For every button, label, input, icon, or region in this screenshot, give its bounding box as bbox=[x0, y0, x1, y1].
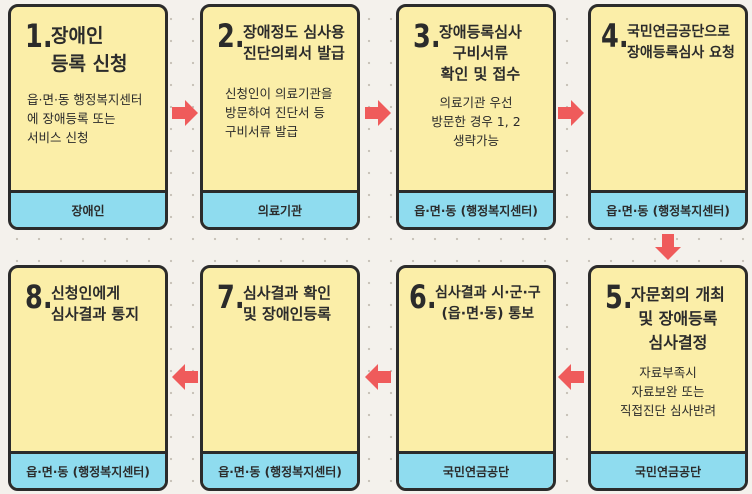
step-2-card: 2. 장애정도 심사용 진단의뢰서 발급 신청인이 의료기관을 방문하여 진단서… bbox=[200, 4, 360, 230]
arrow-right-icon bbox=[558, 100, 584, 126]
step-footer: 읍·면·동 (행정복지센터) bbox=[591, 190, 745, 227]
step-title: 장애정도 심사용 진단의뢰서 발급 bbox=[243, 23, 345, 62]
step-title: 자문회의 개최 및 장애등록 심사결정 bbox=[631, 285, 725, 352]
arrow-down-icon bbox=[655, 234, 681, 260]
step-number: 1. bbox=[25, 17, 53, 55]
step-footer: 장애인 bbox=[11, 190, 165, 227]
step-description: 읍·면·동 행정복지센터 에 장애등록 또는 서비스 신청 bbox=[27, 92, 143, 145]
step-title: 장애인 등록 신청 bbox=[51, 25, 128, 75]
arrow-right-icon bbox=[365, 100, 391, 126]
step-footer: 읍·면·동 (행정복지센터) bbox=[399, 190, 553, 227]
step-footer: 국민연금공단 bbox=[399, 451, 553, 488]
arrow-left-icon bbox=[558, 364, 584, 390]
step-3-card: 3. 장애등록심사 구비서류 확인 및 접수 의료기관 우선 방문한 경우 1,… bbox=[396, 4, 556, 230]
step-footer: 의료기관 bbox=[203, 190, 357, 227]
step-footer: 읍·면·동 (행정복지센터) bbox=[11, 451, 165, 488]
step-1-card: 1. 장애인 등록 신청 읍·면·동 행정복지센터 에 장애등록 또는 서비스 … bbox=[8, 4, 168, 230]
step-8-card: 8. 신청인에게 심사결과 통지 읍·면·동 (행정복지센터) bbox=[8, 265, 168, 491]
arrow-left-icon bbox=[172, 364, 198, 390]
step-number: 3. bbox=[413, 17, 441, 55]
step-description: 의료기관 우선 방문한 경우 1, 2 생략가능 bbox=[431, 95, 521, 148]
step-title: 심사결과 확인 및 장애인등록 bbox=[243, 284, 332, 323]
arrow-left-icon bbox=[365, 364, 391, 390]
step-number: 4. bbox=[601, 17, 629, 55]
step-6-card: 6. 심사결과 시·군·구 (읍·면·동) 통보 국민연금공단 bbox=[396, 265, 556, 491]
step-7-card: 7. 심사결과 확인 및 장애인등록 읍·면·동 (행정복지센터) bbox=[200, 265, 360, 491]
step-number: 8. bbox=[25, 278, 53, 316]
step-4-card: 4. 국민연금공단으로 장애등록심사 요청 읍·면·동 (행정복지센터) bbox=[588, 4, 748, 230]
step-title: 장애등록심사 구비서류 확인 및 접수 bbox=[439, 23, 522, 83]
step-title: 국민연금공단으로 장애등록심사 요청 bbox=[627, 24, 735, 61]
arrow-right-icon bbox=[172, 100, 198, 126]
step-description: 자료부족시 자료보완 또는 직접진단 심사반려 bbox=[620, 365, 716, 418]
step-title: 신청인에게 심사결과 통지 bbox=[51, 284, 140, 323]
step-title: 심사결과 시·군·구 (읍·면·동) 통보 bbox=[435, 285, 541, 322]
step-footer: 읍·면·동 (행정복지센터) bbox=[203, 451, 357, 488]
step-number: 2. bbox=[217, 17, 245, 55]
step-number: 5. bbox=[605, 278, 633, 316]
step-number: 7. bbox=[217, 278, 245, 316]
step-5-card: 5. 자문회의 개최 및 장애등록 심사결정 자료부족시 자료보완 또는 직접진… bbox=[588, 265, 748, 491]
step-number: 6. bbox=[409, 278, 437, 316]
step-footer: 국민연금공단 bbox=[591, 451, 745, 488]
step-description: 신청인이 의료기관을 방문하여 진단서 등 구비서류 발급 bbox=[225, 86, 333, 139]
